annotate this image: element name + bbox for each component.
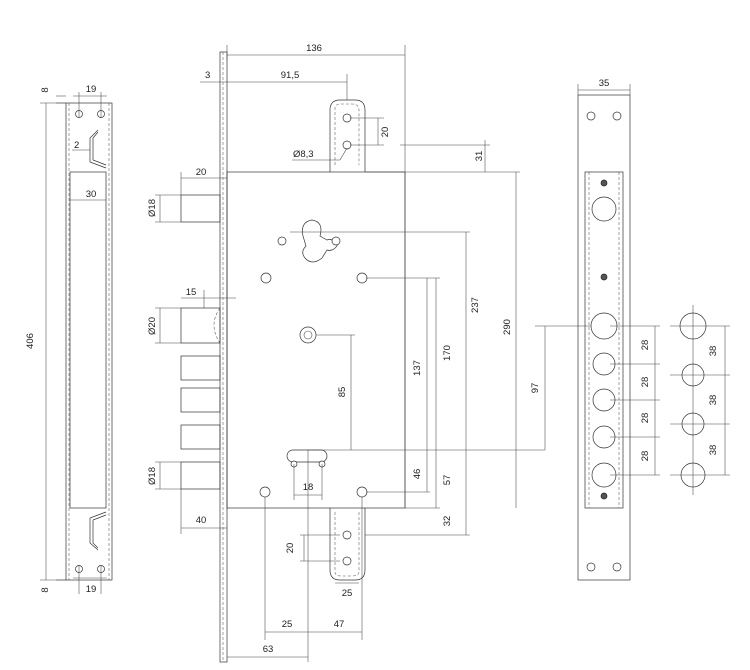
strike-plate-opening (69, 171, 107, 509)
dim-97: 97 (530, 383, 541, 394)
dim-32: 32 (442, 516, 453, 527)
spindle-hole (299, 326, 317, 344)
dim-35: 35 (599, 78, 610, 89)
front-plate (219, 51, 228, 663)
faceplate-outline (577, 94, 631, 581)
top-mount-tab (329, 99, 366, 172)
bolt (180, 355, 221, 381)
dim-2: 2 (74, 140, 79, 151)
lock-body-view: 136 3 91,5 20 Ø8,3 31 20 Ø18 15 (147, 43, 600, 663)
bolt-20-round (180, 307, 221, 344)
dim-18-bottom: Ø18 (147, 467, 158, 485)
dim-38-a: 38 (708, 346, 719, 357)
dim-25-bottom-tab: 25 (342, 588, 353, 599)
dim-38-b: 38 (708, 395, 719, 406)
dim-20-top-tab: 20 (380, 127, 391, 138)
dim-136: 136 (306, 43, 322, 54)
dim-46: 46 (412, 469, 423, 480)
bottom-slot (286, 449, 328, 463)
dim-237: 237 (470, 297, 481, 313)
dim-28-a: 28 (640, 340, 651, 351)
dim-25: 25 (282, 619, 293, 630)
dim-91-5: 91,5 (281, 70, 300, 81)
faceplate-view: 35 28 28 28 28 38 38 38 (577, 78, 730, 581)
dim-18-top: Ø18 (147, 199, 158, 217)
dim-85: 85 (337, 387, 348, 398)
dim-57: 57 (442, 475, 453, 486)
bottom-mount-tab (329, 508, 366, 581)
dim-406: 406 (25, 333, 36, 349)
dim-8-top: 8 (40, 87, 51, 92)
dim-28-c: 28 (640, 413, 651, 424)
dim-40: 40 (196, 515, 207, 526)
lock-case (226, 171, 406, 509)
dim-3: 3 (205, 70, 210, 81)
dim-15: 15 (186, 287, 197, 298)
strike-plate-view: 406 8 19 2 30 8 19 (25, 84, 113, 595)
dim-31: 31 (474, 151, 485, 162)
dim-170: 170 (442, 345, 453, 361)
dim-28-b: 28 (640, 377, 651, 388)
bolt-18-top (180, 194, 221, 223)
dim-8-3: Ø8,3 (293, 149, 314, 160)
dim-20-round: Ø20 (147, 317, 158, 335)
dim-20-bottom-tab: 20 (285, 543, 296, 554)
faceplate-inner (584, 171, 624, 509)
dim-8-bottom: 8 (40, 587, 51, 592)
dim-47: 47 (334, 619, 345, 630)
dim-19-bottom: 19 (86, 584, 97, 595)
dim-28-d: 28 (640, 451, 651, 462)
bolt-hole (591, 196, 617, 222)
dim-137: 137 (412, 360, 423, 376)
dim-20-bolt: 20 (196, 167, 207, 178)
dim-30: 30 (86, 189, 97, 200)
dim-19-top: 19 (86, 84, 97, 95)
dim-63: 63 (263, 644, 274, 655)
dim-38-c: 38 (708, 445, 719, 456)
bolt-18-bottom (180, 461, 221, 490)
bolt (180, 387, 221, 413)
strike-plate-outline (65, 102, 113, 581)
bolt (180, 424, 221, 450)
dim-290: 290 (502, 319, 513, 335)
